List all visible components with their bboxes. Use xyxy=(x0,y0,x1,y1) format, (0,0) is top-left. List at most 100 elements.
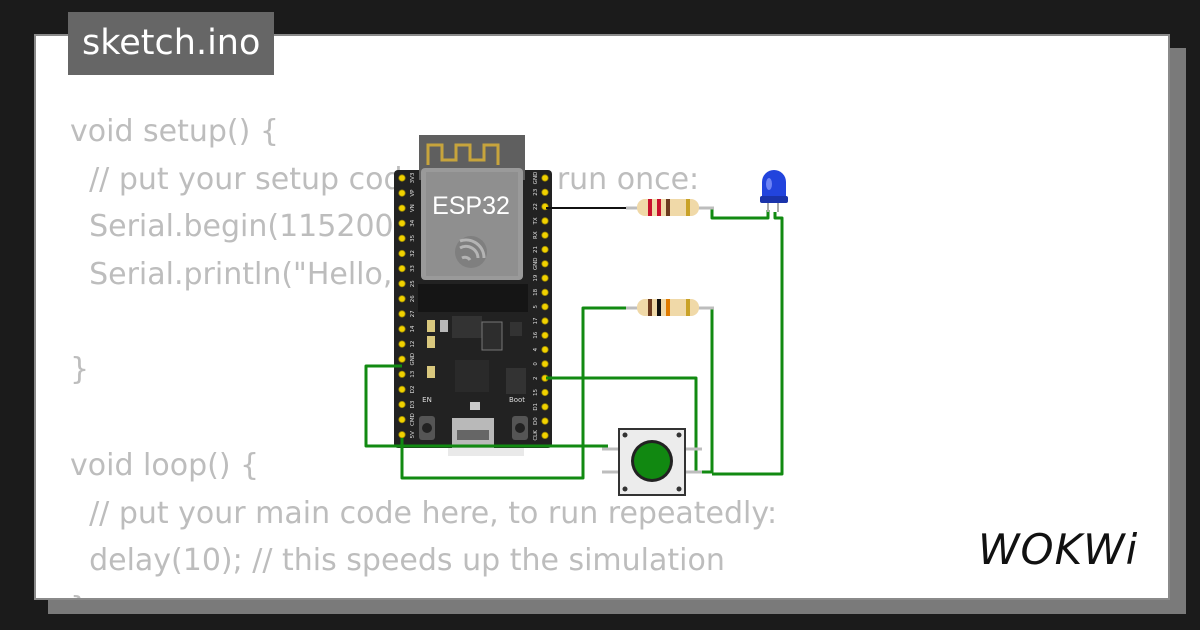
pin[interactable] xyxy=(541,388,549,397)
pin-label: 18 xyxy=(533,288,539,295)
esp32-board[interactable]: ESP32 EN Boot 3V3VPVN343532332526271412G… xyxy=(394,135,552,456)
pin-label: 26 xyxy=(410,295,416,302)
pin-label: GND xyxy=(533,257,539,270)
pin-label: D1 xyxy=(533,403,539,411)
pin[interactable] xyxy=(541,431,549,439)
board-name: ESP32 xyxy=(432,192,510,220)
pin-label: 14 xyxy=(410,325,416,332)
pin-label: GND xyxy=(410,353,416,366)
code-line: } xyxy=(70,585,777,598)
pin-label: 17 xyxy=(533,317,539,324)
pin-label: 4 xyxy=(533,347,539,351)
wire-5v-to-resistor xyxy=(400,306,629,480)
boot-label: Boot xyxy=(509,396,525,404)
pin[interactable] xyxy=(398,325,406,333)
pin-label: VP xyxy=(410,189,416,197)
code-line: delay(10); // this speeds up the simulat… xyxy=(70,543,725,579)
pin-label: GND xyxy=(533,172,539,185)
pin[interactable] xyxy=(541,274,549,282)
pin-label: VN xyxy=(410,204,416,212)
code-line: } xyxy=(70,352,90,388)
pin-label: 23 xyxy=(533,188,539,195)
pin-label: 34 xyxy=(410,219,416,226)
wire-resistor-to-button xyxy=(690,308,714,474)
pin-label: 16 xyxy=(533,331,539,338)
pin[interactable] xyxy=(541,188,549,196)
pin-label: 13 xyxy=(410,370,416,377)
pin-label: CLK xyxy=(533,430,539,441)
pin-label: 32 xyxy=(410,250,416,257)
pin-label: TX xyxy=(533,217,539,225)
pin[interactable] xyxy=(541,288,549,296)
pin[interactable] xyxy=(541,331,549,339)
pin[interactable] xyxy=(398,385,406,393)
pin[interactable] xyxy=(541,217,549,225)
pin[interactable] xyxy=(398,400,406,409)
pin[interactable] xyxy=(398,264,406,273)
pin[interactable] xyxy=(398,249,406,258)
pin[interactable] xyxy=(541,317,549,325)
pin-label: 27 xyxy=(410,310,416,317)
pin[interactable] xyxy=(541,360,549,368)
wire-gpio4-to-button xyxy=(546,376,698,472)
pin[interactable] xyxy=(398,355,406,363)
resistor-pullup[interactable] xyxy=(626,299,714,316)
espressif-logo-icon xyxy=(455,236,487,268)
en-label: EN xyxy=(422,396,432,404)
pin[interactable] xyxy=(398,280,406,288)
code-line: Serial.begin(115200); xyxy=(70,209,416,245)
pin-label: 33 xyxy=(410,265,416,272)
pin[interactable] xyxy=(398,234,406,242)
pin-label: D2 xyxy=(410,386,416,394)
push-button[interactable] xyxy=(602,428,702,496)
pin[interactable] xyxy=(398,219,406,227)
pin-label: 22 xyxy=(533,203,539,210)
pin[interactable] xyxy=(398,189,406,197)
code-line: void loop() { xyxy=(70,447,260,483)
pin-label: D3 xyxy=(410,400,416,408)
pin[interactable] xyxy=(541,403,549,411)
pin[interactable] xyxy=(398,295,406,303)
pin-label: 35 xyxy=(410,234,416,241)
pin-label: 5V xyxy=(410,431,416,438)
pin[interactable] xyxy=(541,417,549,425)
pin-label: 15 xyxy=(533,389,539,396)
pin[interactable] xyxy=(541,245,549,254)
file-tab[interactable]: sketch.ino xyxy=(68,12,275,75)
resistor-led[interactable] xyxy=(626,199,714,216)
code-line: void setup() { xyxy=(70,114,279,149)
pin[interactable] xyxy=(541,345,549,354)
pin-label: RX xyxy=(533,231,539,239)
pin[interactable] xyxy=(541,303,549,311)
pin[interactable] xyxy=(398,340,406,348)
pin-label: 2 xyxy=(533,376,539,380)
pin-label: 21 xyxy=(533,246,539,253)
pin-label: CMD xyxy=(410,413,416,426)
wire-resistor-to-led xyxy=(710,208,770,220)
code-editor: void setup() { // put your setup code he… xyxy=(70,108,778,598)
pin[interactable] xyxy=(398,415,406,424)
code-card: void setup() { // put your setup code he… xyxy=(34,34,1170,600)
pin-label: 12 xyxy=(410,341,416,348)
pin-label: 25 xyxy=(410,280,416,287)
pin[interactable] xyxy=(541,174,549,182)
pin[interactable] xyxy=(398,204,406,212)
pin[interactable] xyxy=(398,431,406,439)
pin-label: 19 xyxy=(533,274,539,281)
wokwi-logo: WOKWi xyxy=(978,525,1139,574)
wire-led-cathode-to-gnd xyxy=(712,212,784,476)
pin[interactable] xyxy=(398,174,406,182)
pin-label: 5 xyxy=(533,304,539,308)
pin-label: D0 xyxy=(533,417,539,425)
blue-led[interactable] xyxy=(760,170,788,212)
pin[interactable] xyxy=(541,231,549,239)
code-line: // put your main code here, to run repea… xyxy=(70,495,778,531)
pin-label: 0 xyxy=(533,362,539,366)
pin-label: 3V3 xyxy=(410,172,416,183)
pin[interactable] xyxy=(398,310,406,318)
pin[interactable] xyxy=(541,260,549,268)
pin[interactable] xyxy=(398,370,406,378)
